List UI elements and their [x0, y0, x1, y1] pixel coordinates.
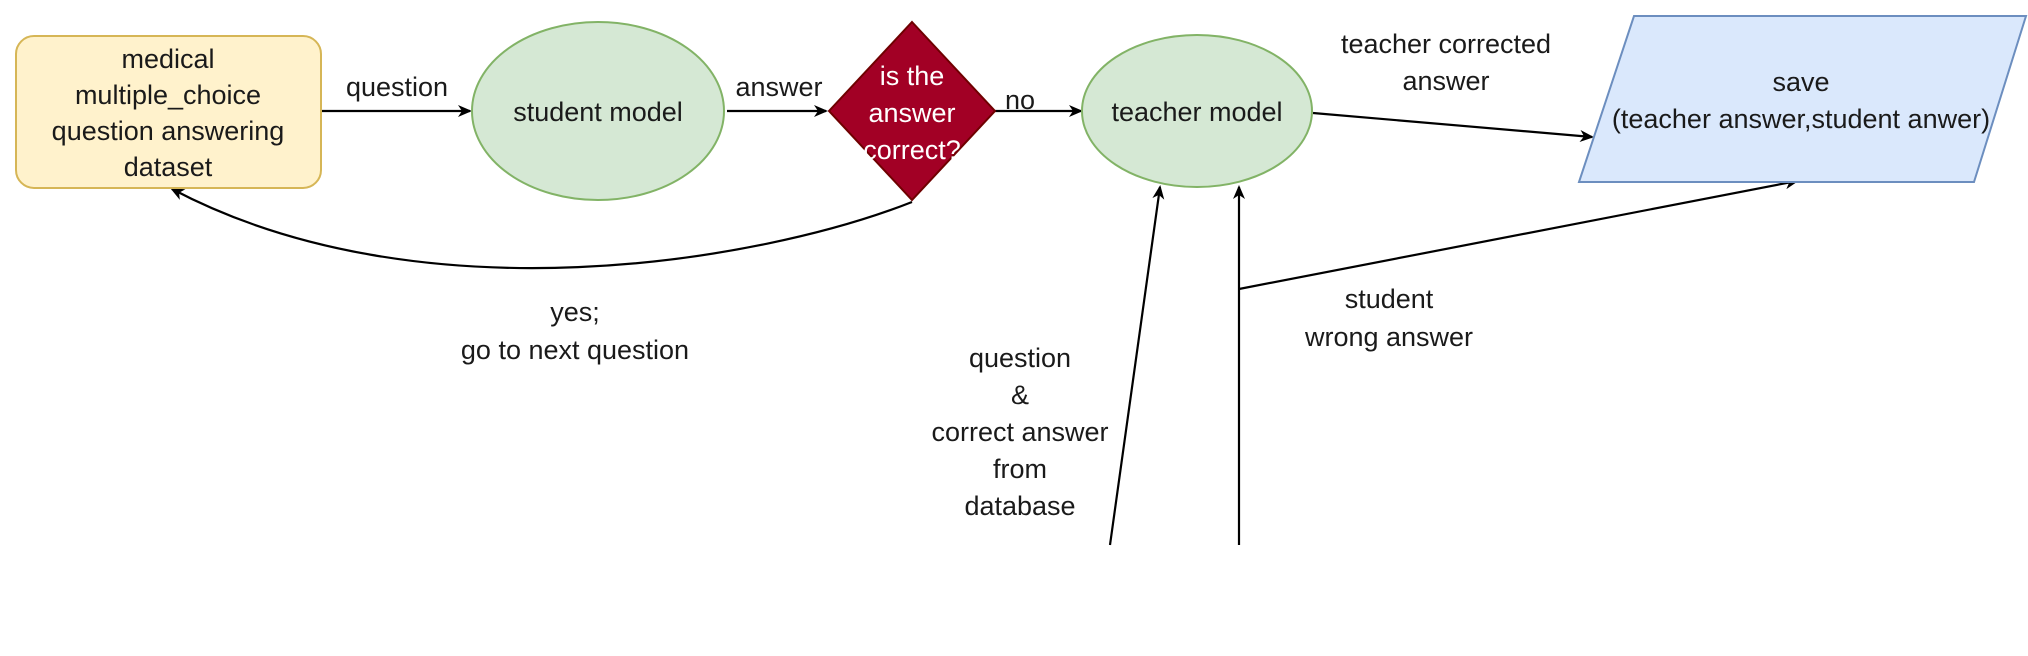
- edges: [170, 105, 1799, 546]
- teacher-model-node: [1081, 34, 1313, 188]
- text-line: dataset: [124, 152, 213, 182]
- teacher-model-label: teacher model: [1111, 97, 1282, 127]
- edge-label-answer: answer: [735, 72, 822, 102]
- edge-labels: question answer no teacher corrected answ…: [346, 29, 1551, 521]
- edge-decision-yes-to-dataset: [170, 188, 913, 270]
- save-label: save (teacher answer,student anwer): [1612, 67, 1990, 134]
- text-line: go to next question: [461, 335, 689, 365]
- dataset-label: medical multiple_choice question answering…: [52, 44, 285, 182]
- text-line: teacher model: [1111, 97, 1282, 127]
- edge-label-yes-next: yes; go to next question: [461, 297, 689, 365]
- text-line: (teacher answer,student anwer): [1612, 104, 1990, 134]
- save-node: [1577, 15, 2028, 183]
- text-line: yes;: [550, 297, 600, 327]
- decision-label: is the answer correct?: [863, 61, 961, 165]
- node-labels: medical multiple_choice question answering…: [52, 44, 1990, 182]
- edge-label-question: question: [346, 72, 448, 102]
- student-model-label: student model: [513, 97, 683, 127]
- text-line: no: [1005, 85, 1035, 115]
- text-line: from: [993, 454, 1047, 484]
- text-line: medical: [121, 44, 214, 74]
- text-line: student model: [513, 97, 683, 127]
- text-line: question: [346, 72, 448, 102]
- text-line: question answering: [52, 116, 285, 146]
- text-line: multiple_choice: [75, 80, 261, 110]
- text-line: teacher corrected: [1341, 29, 1551, 59]
- text-line: wrong answer: [1304, 322, 1473, 352]
- text-line: &: [1011, 380, 1029, 410]
- edge-label-question-correct: question & correct answer from database: [931, 343, 1108, 521]
- text-line: student: [1345, 284, 1434, 314]
- decision-node: [827, 20, 997, 202]
- edge-label-student-wrong: student wrong answer: [1304, 284, 1473, 352]
- text-line: is the: [880, 61, 945, 91]
- text-line: answer: [868, 98, 955, 128]
- text-line: save: [1772, 67, 1829, 97]
- edge-label-no: no: [1005, 85, 1035, 115]
- text-line: database: [964, 491, 1075, 521]
- nodes: [15, 15, 2028, 202]
- text-line: answer: [735, 72, 822, 102]
- text-line: question: [969, 343, 1071, 373]
- text-line: answer: [1402, 66, 1489, 96]
- edge-database-to-teacher: [1108, 185, 1165, 546]
- dataset-node: [15, 35, 322, 189]
- edge-label-teacher-corrected: teacher corrected answer: [1341, 29, 1551, 96]
- student-model-node: [471, 21, 725, 201]
- edge-teacher-to-save: [1312, 111, 1594, 142]
- text-line: correct?: [863, 135, 961, 165]
- text-line: correct answer: [931, 417, 1108, 447]
- edge-wrong-answer-to-save: [1238, 177, 1799, 291]
